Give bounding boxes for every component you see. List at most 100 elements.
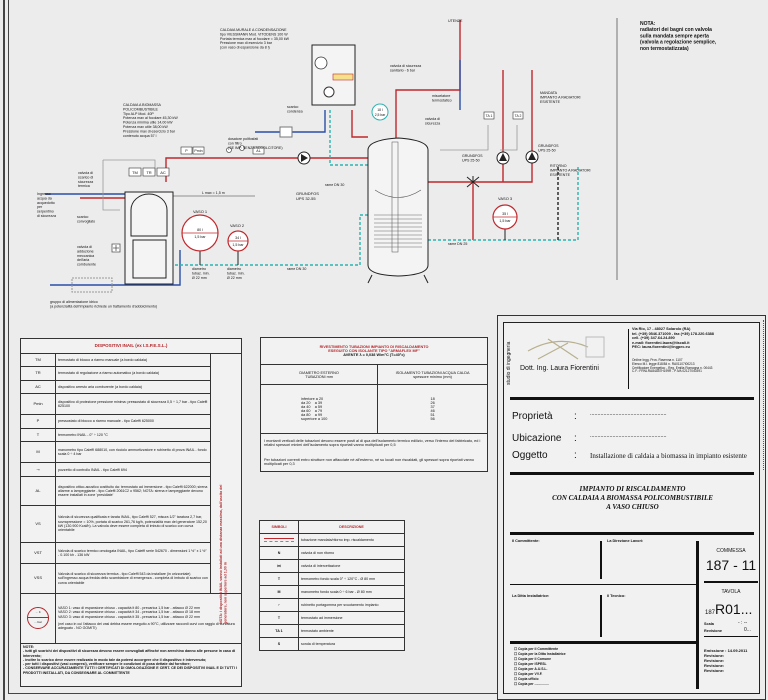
symbols-header: SIMBOLI	[259, 520, 299, 534]
copy-checkbox[interactable]: ☐ Copia per ISPESL	[514, 662, 547, 666]
label-vaso3-title: VASO 3	[498, 196, 513, 201]
copy-checkbox[interactable]: ☐ Copia per VV.F.	[514, 672, 543, 676]
label-line: adduzione	[77, 249, 94, 253]
symbol-description: termostato ad immersione	[298, 611, 405, 625]
inail-description: manometro tipo Caleffi 688010, con ricci…	[55, 441, 211, 464]
divider-4	[510, 641, 696, 644]
label-line: VASO 3	[498, 196, 513, 201]
label-line: IMPIANTO A RADIATORI	[550, 168, 591, 172]
field-separator: :	[574, 450, 577, 461]
field-label-3: Oggetto	[512, 450, 548, 461]
inail-symbol-icon: AC	[20, 379, 56, 395]
label-line: valvola di	[78, 171, 93, 175]
pipe-diameter-range: da 20 a 39	[301, 401, 323, 405]
wall-boiler-exchanger	[332, 73, 354, 81]
copy-checkbox[interactable]: ☐ Copia per il Committente	[514, 647, 559, 651]
symbol-description: termostato ambiente	[298, 624, 405, 638]
drawing-frame-left-inner	[8, 0, 9, 694]
return-pipe-main	[173, 214, 368, 266]
copy-checkbox[interactable]: ☐ Copia per ...............	[514, 682, 549, 686]
inail-description: termometro INAIL - 0° ÷ 120 °C	[55, 427, 211, 443]
project-title-line-2: CON CALDAIA A BIOMASSA POLICOMBUSTIBILE	[552, 494, 713, 502]
copy-checkbox[interactable]: ☐ Copia per A.U.S.L.	[514, 667, 548, 671]
label-line: valvola di	[425, 117, 440, 121]
note-line: - tutti gli scarichi dei dispositivi di …	[23, 649, 236, 658]
gauge-icon	[239, 145, 245, 151]
pipe-diameter-range: da 40 a 59	[301, 405, 323, 409]
right-column-divider	[696, 541, 699, 689]
label-line: Potenza max al focolare 45,30 kW	[123, 116, 178, 120]
label-line: Pressione max di esercizio 3 bar	[123, 129, 176, 133]
label-line: sicurezza	[425, 121, 440, 125]
manometer-icon: M	[259, 585, 299, 599]
copy-checkbox[interactable]: ☐ Copia per la Ditta Installatrice	[514, 652, 566, 656]
device-label: AL	[256, 149, 260, 153]
insulation-thickness: 51	[430, 413, 435, 417]
shutoff-valve-icon: ⋈	[259, 559, 299, 573]
col1-header: DIAMETRO ESTERNO	[299, 370, 339, 375]
copy-checkbox[interactable]: ☐ Copia ufficio	[514, 677, 539, 681]
label-line: Ø 22 mm	[192, 276, 207, 280]
label-line: IMPIANTO A RADIATORI	[540, 95, 581, 99]
hot-flow-pipe-tank-out	[428, 70, 533, 183]
inail-description: Valvola di scarico di sicurezza termica …	[55, 563, 211, 594]
wall-boiler-flow	[351, 110, 368, 138]
label-line: termostatico	[432, 98, 452, 102]
label-line: dosatore polifosfati	[228, 137, 258, 141]
symbol-description: rubinetto portagomma per svuotamento imp…	[298, 598, 405, 612]
drawing-frame-bottom	[8, 693, 498, 694]
inail-side-note: NOTA: i dispositivi INAIL vanno installa…	[219, 484, 228, 624]
label-lmax: L max = 1,5 m	[202, 191, 225, 195]
cold-dosatore-pipe	[255, 110, 326, 133]
col2-header: ISOLAMENTO TUBAZIONI ACQUA CALDA	[395, 370, 470, 375]
project-title-line-1: IMPIANTO DI RISCALDAMENTO	[579, 485, 686, 493]
room-thermostat-1	[483, 111, 495, 120]
device-p-box	[180, 146, 193, 155]
device-label: Pmin	[194, 149, 202, 153]
label-line: rame DN 30	[287, 267, 306, 271]
label-line: scarico	[77, 215, 88, 219]
field-separator: :	[574, 433, 577, 444]
label-line: valvola di sicurezza	[390, 64, 421, 68]
label-line: diametro	[192, 267, 206, 271]
divider-1	[510, 397, 754, 400]
tank-expansion-vessel	[371, 103, 389, 121]
tavola-prefix: 187	[705, 610, 716, 616]
label-gruppo-alimentazione: gruppo di alimentazione idrico(a potenzi…	[50, 300, 157, 308]
label-line: scarico	[287, 105, 298, 109]
label-rame-dn30-bottom: rame DN 30	[287, 267, 306, 271]
label-line: comburente	[77, 263, 96, 267]
inail-vaso-text: VASO 1: vaso di espansione chiuso - capa…	[55, 592, 242, 644]
inail-symbol-icon: TR	[20, 366, 56, 381]
boiler-lower-door	[132, 239, 167, 279]
label-line: per	[37, 205, 43, 209]
device-label: P	[185, 149, 188, 153]
label-line: GRUNDFOS	[538, 144, 559, 148]
label-rame-dn30-top: rame DN 30	[325, 183, 344, 187]
wall-boiler-gauge	[314, 56, 328, 70]
emission-block: Emissione : 14.09.2011 Revisione:Revisio…	[704, 648, 747, 673]
symbol-description: manometro fondo scala 0 ÷ 6 bar - Ø 80 m…	[298, 585, 405, 599]
label-line: dell'aria	[77, 258, 89, 262]
label-line: Portata termica max al focolare = 35,00 …	[220, 37, 290, 41]
revision-line: Revisione:	[704, 658, 725, 663]
label-line: non termostatizzata)	[640, 46, 689, 52]
revisione-value: 0...	[744, 627, 751, 633]
copy-checkbox[interactable]: ☐ Copia per il Comune	[514, 657, 551, 661]
label-line: Potenza minima utile 14,00 kW	[123, 121, 173, 125]
pipe-note-2: Per tubazioni correnti entro strutture n…	[264, 457, 475, 466]
